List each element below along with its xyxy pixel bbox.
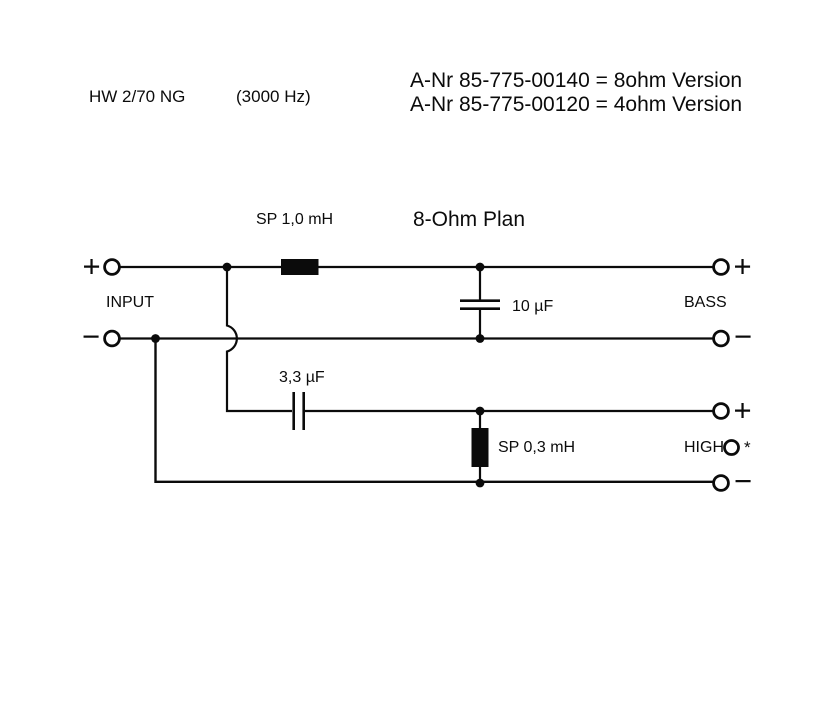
high-note-asterisk: * — [744, 438, 751, 457]
series-capacitor-label: 3,3 µF — [279, 369, 325, 386]
input-minus-sign: − — [82, 319, 100, 354]
input-plus-sign: + — [82, 249, 100, 284]
crossover-frequency-label: (3000 Hz) — [236, 87, 311, 106]
wire-ground-return-rail — [154, 338, 714, 483]
terminal-input-minus — [103, 329, 121, 348]
shunt-capacitor-label: 10 µF — [512, 298, 553, 315]
terminal-high-minus — [712, 474, 730, 492]
model-label: HW 2/70 NG — [89, 87, 185, 106]
junction-dot — [475, 478, 485, 488]
series-inductor-label: SP 1,0 mH — [256, 211, 333, 228]
bass-minus-sign: − — [734, 319, 752, 354]
terminal-high-plus — [712, 402, 730, 420]
junction-dot — [475, 262, 485, 272]
input-label: INPUT — [106, 294, 154, 311]
article-number-4ohm: A-Nr 85-775-00120 = 4ohm Version — [410, 93, 742, 116]
terminal-input-plus — [103, 258, 121, 276]
bass-output-label: BASS — [684, 294, 727, 311]
junction-dot — [475, 334, 485, 343]
high-output-label: HIGH — [684, 439, 724, 456]
article-number-8ohm: A-Nr 85-775-00140 = 8ohm Version — [410, 69, 742, 92]
junction-dot — [151, 334, 160, 343]
shunt-inductor-label: SP 0,3 mH — [498, 439, 575, 456]
shunt-inductor-body — [471, 428, 489, 467]
wire-high-branch-with-hopover — [225, 267, 292, 413]
bass-plus-sign: + — [733, 249, 751, 284]
terminal-bass-minus — [712, 329, 730, 348]
high-plus-sign: + — [733, 393, 751, 428]
terminal-bass-plus — [712, 258, 730, 276]
schematic-title: 8-Ohm Plan — [413, 208, 525, 231]
series-inductor-body — [281, 259, 319, 275]
junction-dot — [475, 406, 485, 416]
high-label-circle — [723, 439, 740, 456]
high-minus-sign: − — [734, 464, 752, 499]
junction-dot — [222, 262, 232, 272]
